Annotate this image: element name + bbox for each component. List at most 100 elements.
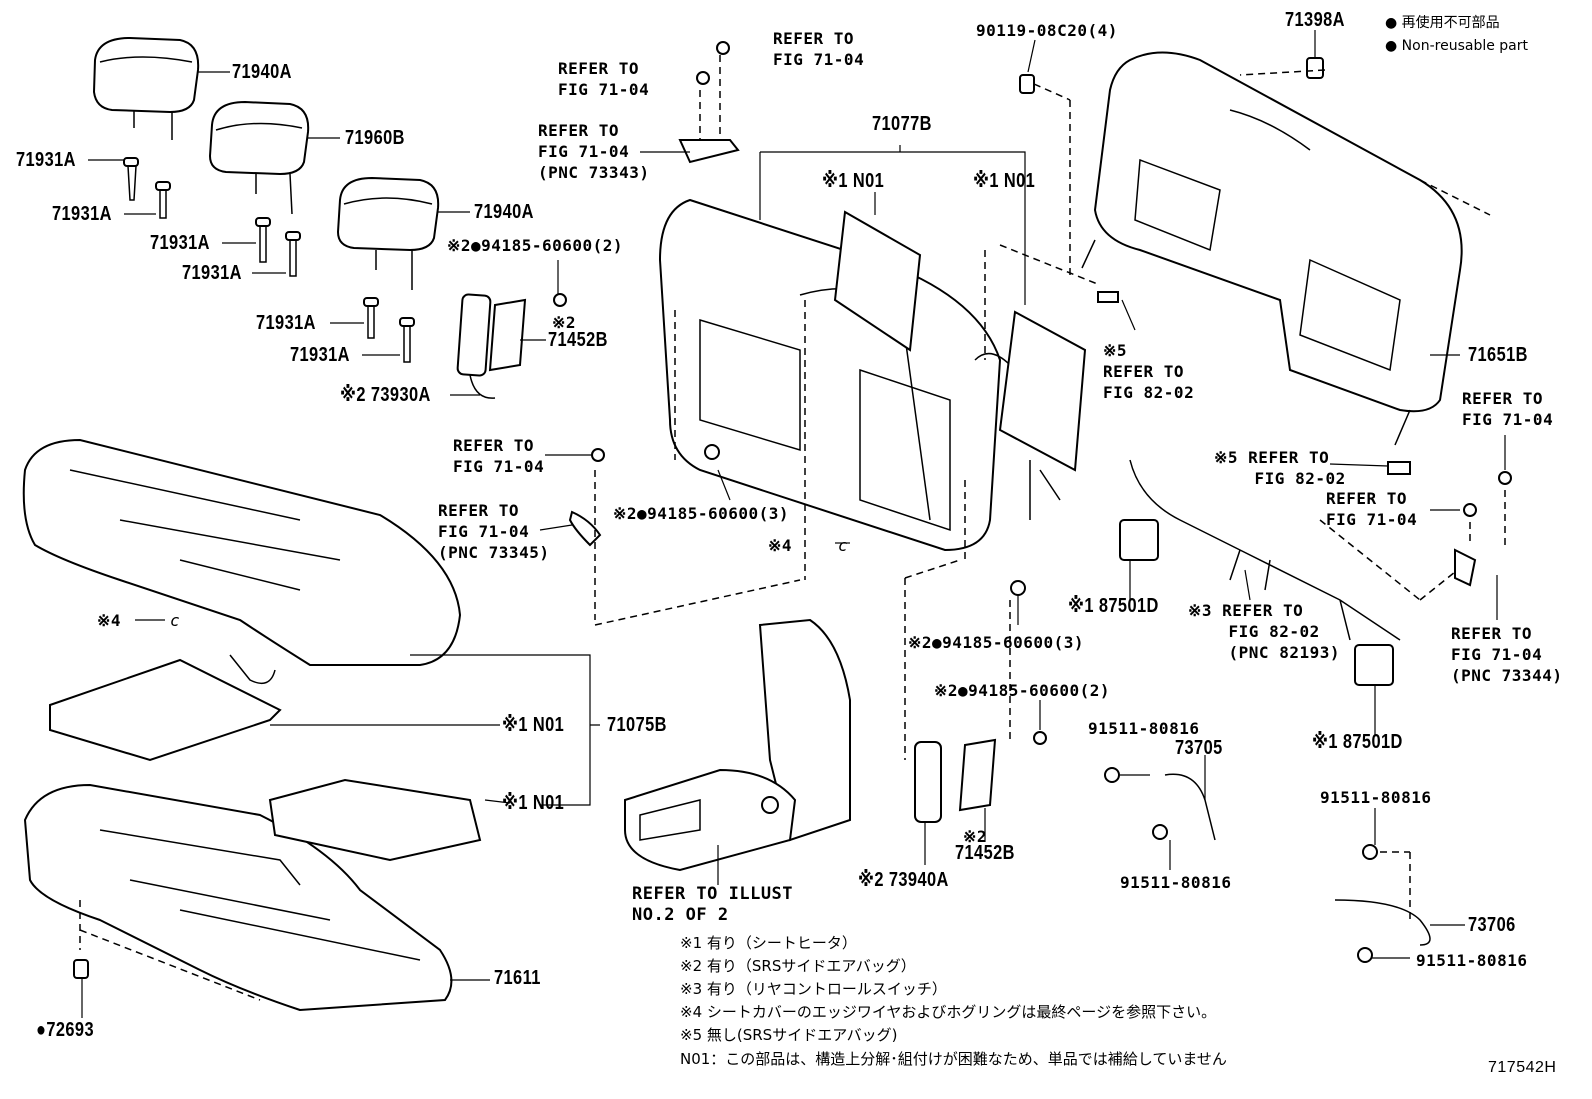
label-73940A: ※2 73940A (858, 869, 949, 891)
label-s4-a: ※4 (768, 536, 793, 555)
headrest-71940A-top (92, 36, 200, 140)
label-refer-73343: REFER TO FIG 71-04 (PNC 73343) (538, 121, 650, 182)
bracket-73344 (1454, 548, 1477, 587)
label-s2-94185-3a: ※2●94185-60600(3) (613, 504, 790, 523)
nonreusable-bullet-icon: ● (1385, 15, 1398, 31)
legend-en-text: Non-reusable part (1401, 38, 1528, 54)
label-90119: 90119-08C20(4) (976, 21, 1118, 40)
label-refer-top2: REFER TO FIG 71-04 (558, 59, 650, 99)
label-71452B-1: 71452B (548, 329, 608, 351)
nut-94185-right (1010, 580, 1026, 596)
note-3: ※3 有り（リヤコントロールスイッチ） (680, 980, 947, 998)
label-N01-d: ※1 N01 (502, 792, 565, 814)
label-91511-a: 91511-80816 (1088, 719, 1200, 738)
label-71651B: 71651B (1468, 344, 1528, 366)
seatback-71077B (658, 198, 1011, 552)
label-71931A-2: 71931A (52, 203, 112, 225)
note-4: ※4 シートカバーのエッジワイヤおよびホグリングは最終ページを参照下さい。 (680, 1003, 1217, 1021)
label-71077B: 71077B (872, 113, 932, 135)
harness-73705 (1164, 773, 1216, 841)
airbag-73930A (456, 293, 567, 399)
label-91511-b: 91511-80816 (1120, 873, 1232, 892)
label-s2-94185-3b: ※2●94185-60600(3) (908, 633, 1085, 652)
note-1: ※1 有り（シートヒータ） (680, 934, 857, 952)
label-s3-refer-8202: ※3 REFER TO FIG 82-02 (PNC 82193) (1188, 601, 1340, 662)
heater-pad-N01-right (998, 310, 1087, 472)
label-N01-c: ※1 N01 (502, 714, 565, 736)
label-c-a: c (838, 536, 849, 555)
nut-94185-mid (704, 444, 720, 460)
label-87501D-a: ※1 87501D (1068, 595, 1159, 617)
note-5: ※5 無し(SRSサイドエアバッグ) (680, 1026, 898, 1044)
switch-87501D-upper (1119, 519, 1159, 561)
label-72693: ●72693 (36, 1019, 94, 1041)
label-s2-94185-2a: ※2●94185-60600(2) (447, 236, 624, 255)
legend-jp-text: 再使用不可部品 (1401, 15, 1500, 31)
label-refer-top1: REFER TO FIG 71-04 (773, 29, 865, 69)
nonreusable-bullet-icon: ● (1385, 38, 1398, 54)
note-2: ※2 有り（SRSサイドエアバッグ） (680, 957, 916, 975)
bracket-73345 (568, 510, 602, 547)
legend-en: ● Non-reusable part (1385, 38, 1528, 54)
label-71931A-5: 71931A (256, 312, 316, 334)
note-n01: N01：この部品は、構造上分解･組付けが困難なため、単品では補給していません (680, 1050, 1227, 1068)
seat-cushion-upper (22, 438, 462, 666)
label-s4-b: ※4 (97, 611, 122, 630)
heater-pad-N01-left (833, 210, 922, 352)
label-71931A-3: 71931A (150, 232, 210, 254)
connector-right-lower (1387, 461, 1411, 475)
headrest-71940A-lower (336, 176, 440, 290)
leader-lines (81, 30, 1506, 1018)
label-refer-right2: REFER TO FIG 71-04 (1326, 489, 1418, 529)
label-71075B: 71075B (607, 714, 667, 736)
seat-cushion-71611 (23, 783, 453, 1012)
harness-73706 (1334, 899, 1431, 946)
label-71940A-lower: 71940A (474, 201, 534, 223)
label-s5-refer-8202-a: ※5 REFER TO FIG 82-02 (1103, 341, 1195, 402)
heater-mat-cushion-lower (268, 778, 482, 862)
label-91511-c: 91511-80816 (1320, 788, 1432, 807)
label-71960B: 71960B (345, 127, 405, 149)
label-refer-illust: REFER TO ILLUST NO.2 OF 2 (632, 884, 794, 925)
clip-71398A (1306, 57, 1324, 79)
label-71931A-1: 71931A (16, 149, 76, 171)
label-71452B-2: 71452B (955, 842, 1015, 864)
label-s2-94185-2b: ※2●94185-60600(2) (934, 681, 1111, 700)
label-s2-a: ※2 (552, 313, 577, 332)
label-73930A: ※2 73930A (340, 384, 431, 406)
label-refer-right1: REFER TO FIG 71-04 (1462, 389, 1554, 429)
bolt-90119 (1019, 74, 1035, 94)
diagram-id: 717542H (1488, 1059, 1557, 1076)
seatback-cover-71651B (1081, 51, 1463, 446)
headrest-guides (123, 157, 415, 363)
bracket-73343 (678, 139, 740, 164)
label-refer-73344: REFER TO FIG 71-04 (PNC 73344) (1451, 624, 1563, 685)
label-71931A-4: 71931A (182, 262, 242, 284)
label-71931A-6: 71931A (290, 344, 350, 366)
airbag-73940A (904, 480, 1047, 823)
label-73705: 73705 (1175, 737, 1223, 759)
label-s5-refer-8202-b: ※5 REFER TO FIG 82-02 (1214, 448, 1346, 488)
label-71611: 71611 (494, 967, 541, 989)
label-refer-mid: REFER TO FIG 71-04 (453, 436, 545, 476)
wire-harness (1129, 459, 1401, 641)
label-71398A: 71398A (1285, 9, 1345, 31)
label-87501D-b: ※1 87501D (1312, 731, 1403, 753)
label-refer-73345: REFER TO FIG 71-04 (PNC 73345) (438, 501, 550, 562)
switch-87501D-lower (1354, 644, 1394, 686)
label-s2-b: ※2 (963, 827, 988, 846)
armrest-assembly (624, 618, 851, 872)
label-73706: 73706 (1468, 914, 1516, 936)
label-N01-a: ※1 N01 (822, 170, 885, 192)
connector-right-upper (1097, 291, 1119, 303)
label-N01-b: ※1 N01 (973, 170, 1036, 192)
heater-mat-cushion (49, 658, 282, 762)
clip-72693 (73, 959, 89, 979)
legend-jp: ● 再使用不可部品 (1385, 12, 1500, 32)
label-c-b: c (170, 611, 181, 630)
headrest-71960B (208, 100, 310, 215)
label-91511-d: 91511-80816 (1416, 951, 1528, 970)
label-71940A-top: 71940A (232, 61, 292, 83)
